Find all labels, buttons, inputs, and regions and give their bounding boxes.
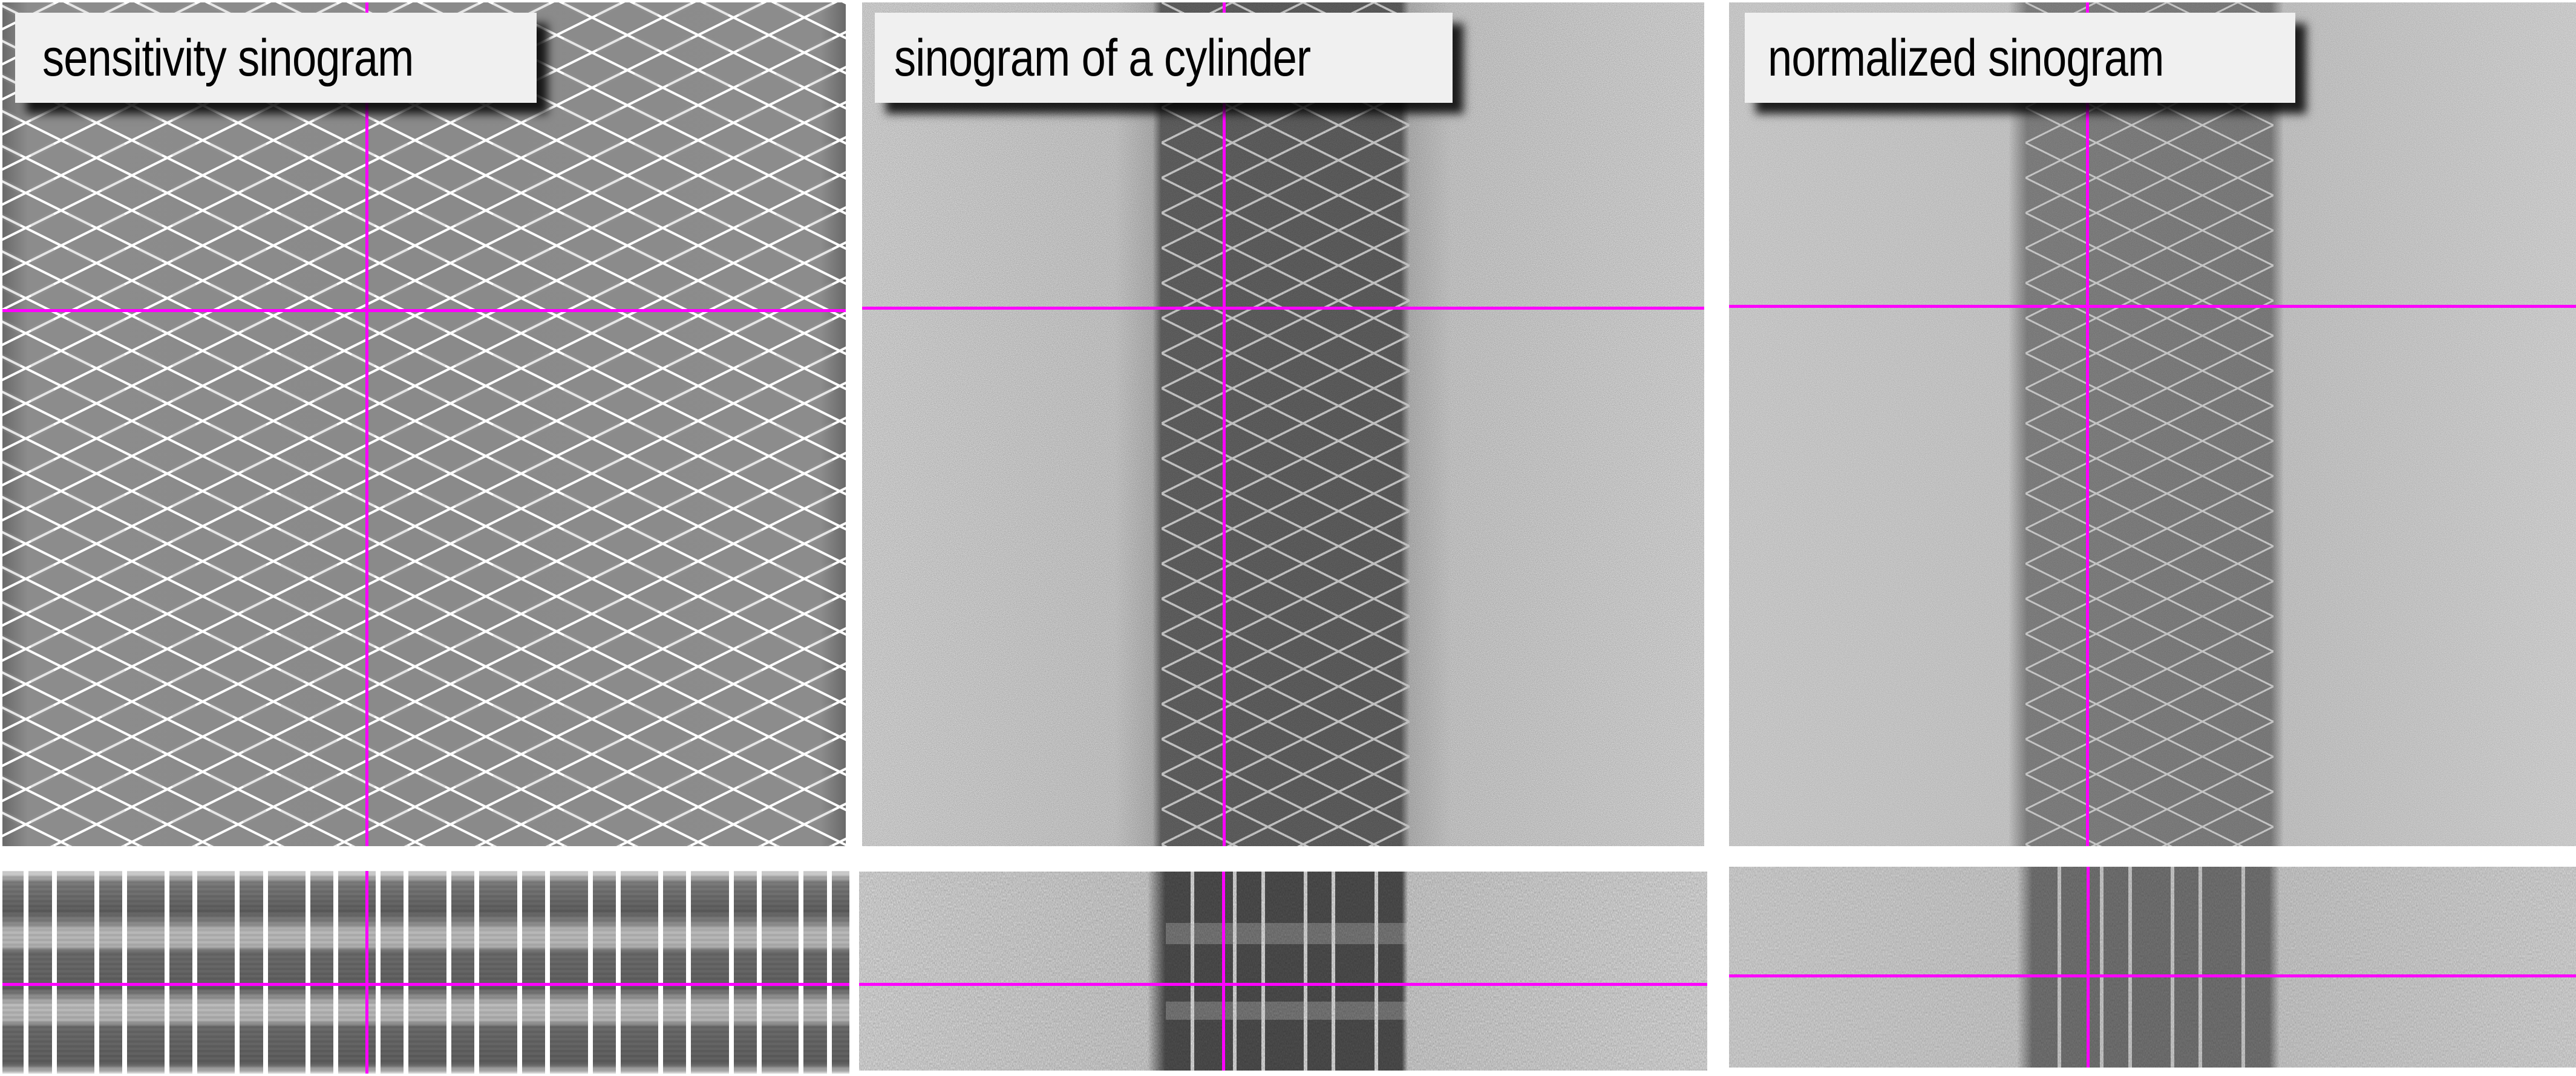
normalized-bottom-panel: [1729, 867, 2576, 1068]
sensitivity-bottom-image: [2, 871, 849, 1074]
crosshair-vertical: [1222, 872, 1225, 1071]
crosshair-vertical: [365, 2, 368, 846]
label-cylinder-sinogram: sinogram of a cylinder: [875, 13, 1453, 103]
crosshair-horizontal: [862, 307, 1704, 310]
normalized-bottom-image: [1729, 867, 2576, 1068]
sensitivity-bottom-panel: [2, 871, 849, 1074]
label-text: sensitivity sinogram: [42, 28, 414, 87]
crosshair-horizontal: [859, 983, 1707, 986]
label-text: sinogram of a cylinder: [894, 28, 1311, 87]
cylinder-bottom-image: [859, 872, 1707, 1071]
sensitivity-sinogram-panel: [2, 2, 846, 846]
crosshair-vertical: [365, 871, 368, 1074]
crosshair-horizontal: [1729, 305, 2576, 308]
label-normalized-sinogram: normalized sinogram: [1745, 13, 2295, 103]
crosshair-vertical: [2087, 867, 2090, 1068]
crosshair-horizontal: [2, 983, 849, 986]
crosshair-horizontal: [2, 309, 846, 312]
crosshair-vertical: [2086, 2, 2089, 846]
crosshair-horizontal: [1729, 974, 2576, 977]
cylinder-sinogram-panel: [862, 2, 1704, 846]
label-text: normalized sinogram: [1768, 28, 2164, 87]
normalized-sinogram-panel: [1729, 2, 2576, 846]
label-sensitivity-sinogram: sensitivity sinogram: [15, 13, 537, 103]
cylinder-sinogram-image: [862, 2, 1704, 846]
normalized-sinogram-image: [1729, 2, 2576, 846]
crosshair-vertical: [1223, 2, 1226, 846]
cylinder-bottom-panel: [859, 872, 1707, 1071]
sensitivity-sinogram-image: [2, 2, 846, 846]
